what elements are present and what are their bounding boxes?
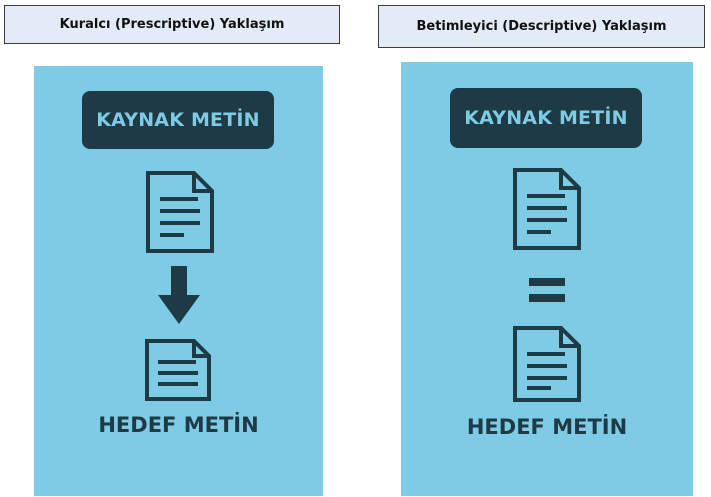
descriptive-header: Betimleyici (Descriptive) Yaklaşım	[378, 5, 705, 48]
target-text-label: HEDEF METİN	[98, 413, 259, 437]
source-text-label: KAYNAK METİN	[82, 91, 274, 149]
source-text-label: KAYNAK METİN	[450, 88, 642, 148]
target-text-label: HEDEF METİN	[466, 415, 628, 439]
prescriptive-panel: KAYNAK METİN HEDEF METİN	[34, 66, 323, 496]
source-document-icon	[511, 166, 583, 252]
prescriptive-header: Kuralcı (Prescriptive) Yaklaşım	[4, 5, 340, 44]
source-document-icon	[144, 169, 216, 255]
equals-icon	[529, 278, 565, 304]
arrow-down-icon	[158, 266, 200, 326]
descriptive-panel: KAYNAK METİN HEDEF METİN	[401, 62, 693, 496]
target-document-icon	[144, 338, 212, 402]
target-document-icon	[511, 324, 583, 404]
